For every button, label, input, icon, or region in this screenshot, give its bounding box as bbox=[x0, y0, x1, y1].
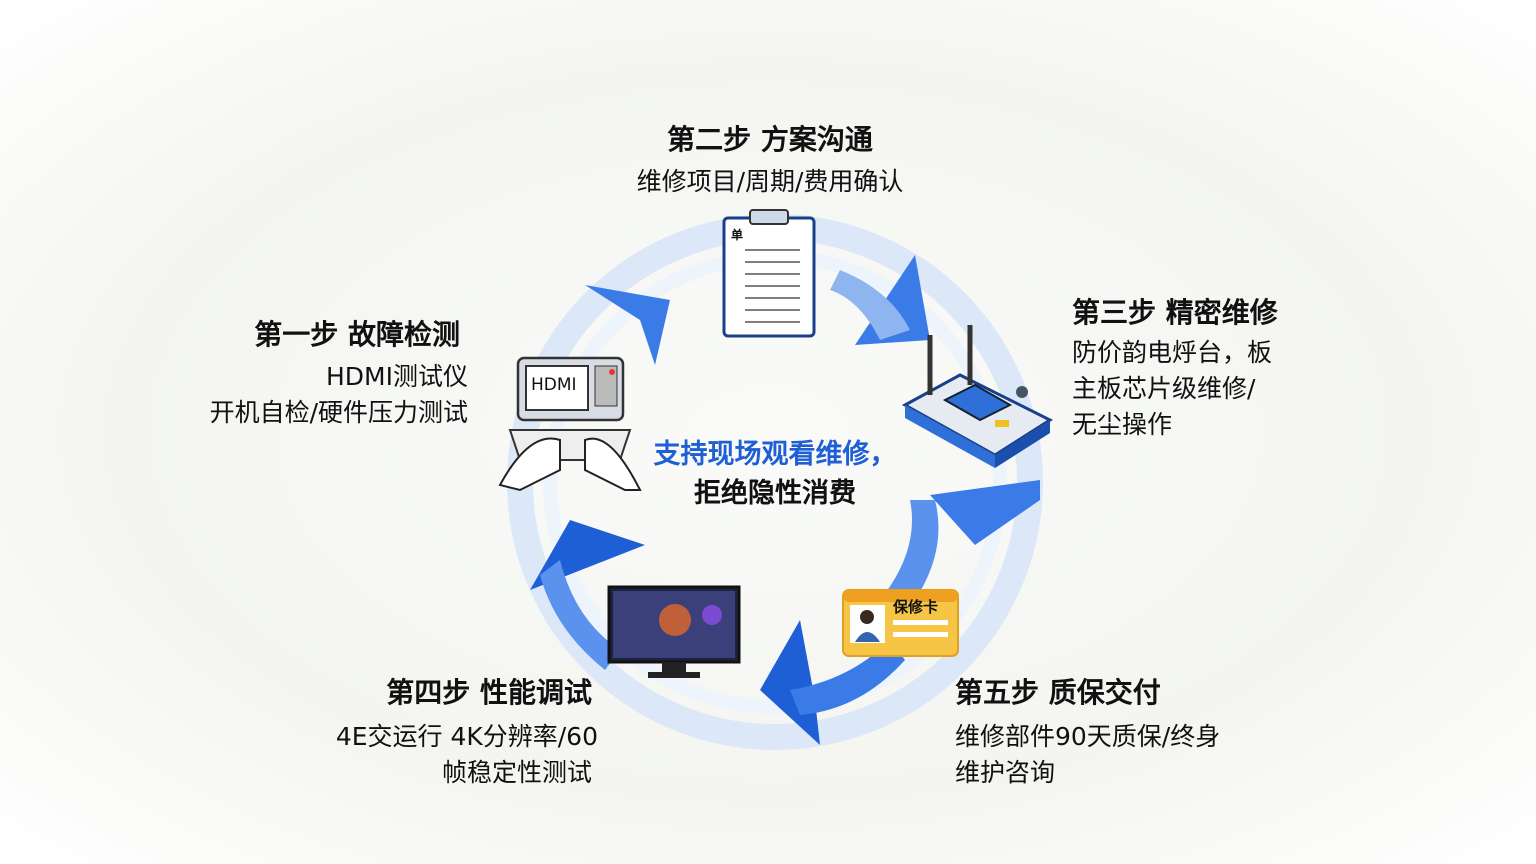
step-5-line-1: 维修部件90天质保/终身 bbox=[955, 722, 1221, 751]
arrow-step2-to-3 bbox=[830, 255, 930, 345]
arrow-step5-to-1 bbox=[530, 520, 645, 670]
game-monitor-icon bbox=[607, 585, 741, 678]
step-4: 第四步 性能调试 4E交运行 4K分辨率/60 帧稳定性测试 bbox=[336, 671, 598, 791]
step-3-line-1: 防价韵电烀台，板 bbox=[1072, 338, 1273, 367]
monitor-label: HDMI bbox=[531, 375, 577, 395]
step-4-line-2: 帧稳定性测试 bbox=[441, 758, 592, 787]
center-line-1: 支持现场观看维修， bbox=[653, 439, 897, 470]
clipboard-icon bbox=[722, 209, 816, 338]
center-line-2: 拒绝隐性消费 bbox=[694, 478, 856, 509]
step-3-line-2: 主板芯片级维修/ bbox=[1072, 374, 1256, 403]
clipboard-label: 单 bbox=[731, 228, 744, 242]
step-4-title: 第四步 性能调试 bbox=[386, 676, 592, 709]
warranty-card-label: 保修卡 bbox=[893, 598, 939, 616]
step-1: 第一步 故障检测 HDMI测试仪 开机自检/硬件压力测试 bbox=[210, 313, 468, 431]
step-5: 第五步 质保交付 维修部件90天质保/终身 维护咨询 bbox=[955, 671, 1220, 791]
step-5-title: 第五步 质保交付 bbox=[955, 676, 1161, 709]
step-4-line-1: 4E交运行 4K分辨率/60 bbox=[335, 722, 598, 751]
step-1-line-2: 开机自检/硬件压力测试 bbox=[209, 398, 468, 427]
step-3-title: 第三步 精密维修 bbox=[1072, 296, 1278, 329]
step-1-title: 第一步 故障检测 bbox=[254, 318, 460, 351]
step-2-desc: 维修项目/周期/费用确认 bbox=[636, 167, 904, 196]
step-3: 第三步 精密维修 防价韵电烀台，板 主板芯片级维修/ 无尘操作 bbox=[1072, 291, 1278, 443]
step-2-title: 第二步 方案沟通 bbox=[667, 123, 873, 156]
step-2: 第二步 方案沟通 维修项目/周期/费用确认 bbox=[570, 118, 970, 200]
step-3-line-3: 无尘操作 bbox=[1072, 410, 1173, 439]
arrow-step4-to-5 bbox=[760, 620, 905, 745]
arrow-step1-to-2 bbox=[585, 285, 670, 365]
soldering-station-icon bbox=[901, 325, 1054, 468]
center-message: 支持现场观看维修， 拒绝隐性消费 bbox=[625, 435, 925, 513]
step-1-line-1: HDMI测试仪 bbox=[326, 362, 468, 391]
warranty-card-icon bbox=[842, 589, 959, 657]
computer-keyboard-icon bbox=[498, 356, 642, 492]
step-5-line-2: 维护咨询 bbox=[955, 758, 1056, 787]
